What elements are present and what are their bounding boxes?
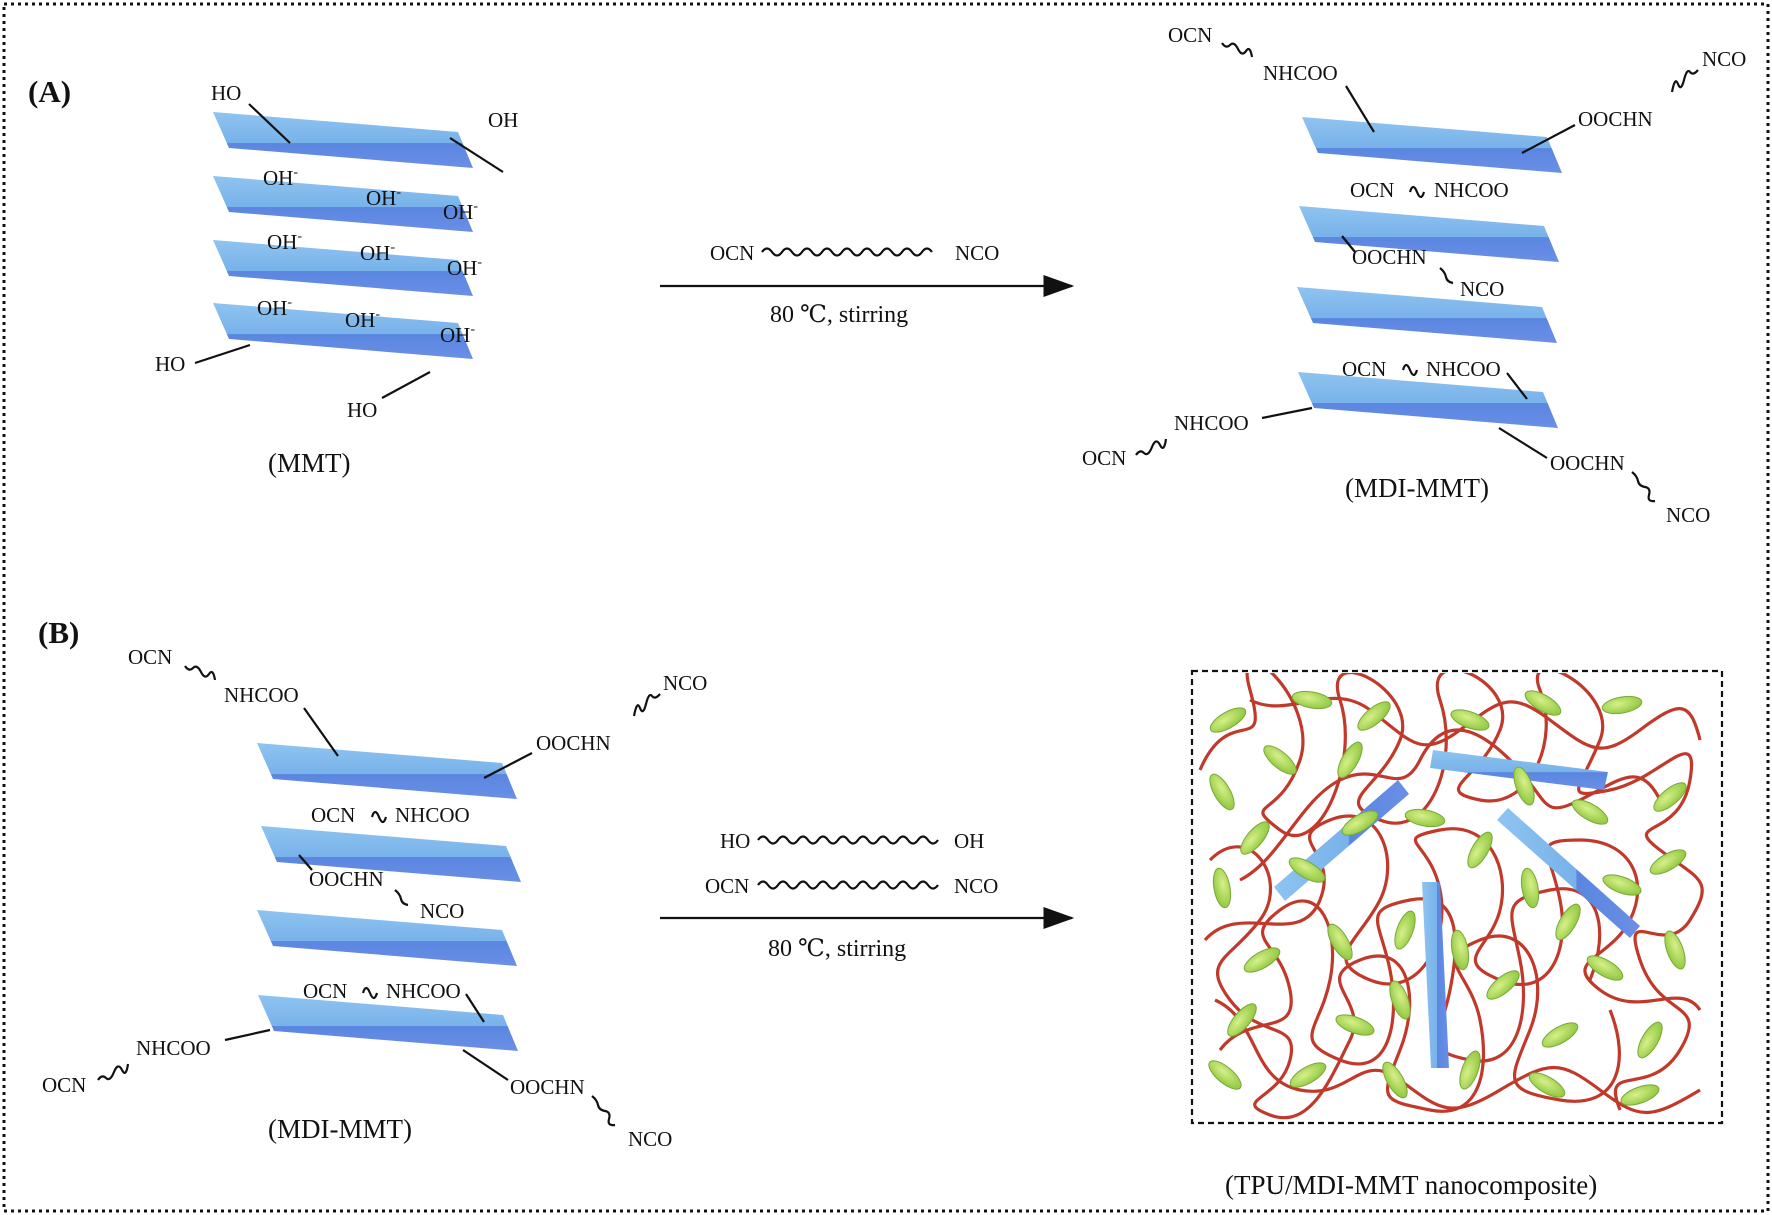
svg-text:OCN: OCN bbox=[303, 979, 347, 1003]
svg-text:OCN: OCN bbox=[128, 645, 172, 669]
nanocomposite-caption: (TPU/MDI-MMT nanocomposite) bbox=[1225, 1170, 1597, 1200]
hard-segment-domains bbox=[1208, 690, 1687, 1106]
svg-text:OOCHN: OOCHN bbox=[510, 1075, 585, 1099]
svg-text:OCN: OCN bbox=[705, 874, 749, 898]
svg-text:NHCOO: NHCOO bbox=[395, 803, 470, 827]
mdi-mmt-clay-stack-a bbox=[1297, 117, 1562, 428]
interlayer-hydroxide-ions: OH- OH- OH- OH- OH- OH- OH- OH- OH- bbox=[257, 165, 482, 347]
svg-text:HO: HO bbox=[720, 829, 750, 853]
svg-text:OH-: OH- bbox=[443, 199, 478, 224]
svg-text:NCO: NCO bbox=[1460, 277, 1504, 301]
mmt-clay-stack bbox=[213, 112, 473, 359]
svg-text:OCN: OCN bbox=[311, 803, 355, 827]
svg-text:NCO: NCO bbox=[420, 899, 464, 923]
svg-text:OOCHN: OOCHN bbox=[1550, 451, 1625, 475]
svg-text:OH-: OH- bbox=[366, 185, 401, 210]
svg-text:NHCOO: NHCOO bbox=[1434, 178, 1509, 202]
panel-label-a: (A) bbox=[28, 74, 71, 109]
svg-text:NHCOO: NHCOO bbox=[1426, 357, 1501, 381]
svg-text:80 ℃, stirring: 80 ℃, stirring bbox=[768, 936, 906, 962]
svg-text:NHCOO: NHCOO bbox=[136, 1036, 211, 1060]
svg-text:NCO: NCO bbox=[955, 241, 999, 265]
svg-text:OH-: OH- bbox=[360, 240, 395, 265]
reaction-arrow-b: HO OH OCN NCO 80 ℃, stirring bbox=[660, 829, 1075, 962]
svg-text:OCN: OCN bbox=[1342, 357, 1386, 381]
hydroxyl-label: OH bbox=[488, 108, 518, 132]
svg-text:OOCHN: OOCHN bbox=[309, 867, 384, 891]
hydroxyl-label: HO bbox=[347, 398, 377, 422]
svg-text:OH-: OH- bbox=[267, 229, 302, 254]
hydroxyl-label: HO bbox=[211, 81, 241, 105]
svg-text:OOCHN: OOCHN bbox=[1352, 245, 1427, 269]
svg-text:OOCHN: OOCHN bbox=[536, 731, 611, 755]
mdi-grafts-b: OCN NHCOO NCO OOCHN OCN NHCOO OOCHN NCO … bbox=[42, 645, 707, 1151]
mdi-mmt-clay-stack-b bbox=[257, 743, 521, 1051]
svg-text:OH-: OH- bbox=[440, 322, 475, 347]
svg-text:OH-: OH- bbox=[447, 255, 482, 280]
svg-text:OH-: OH- bbox=[345, 307, 380, 332]
svg-text:OH: OH bbox=[954, 829, 984, 853]
mdi-mmt-caption-a: (MDI-MMT) bbox=[1345, 473, 1489, 503]
svg-text:OH-: OH- bbox=[263, 165, 298, 190]
svg-text:NHCOO: NHCOO bbox=[1263, 61, 1338, 85]
svg-text:NCO: NCO bbox=[1666, 503, 1710, 527]
svg-text:NCO: NCO bbox=[1702, 47, 1746, 71]
svg-text:NCO: NCO bbox=[628, 1127, 672, 1151]
svg-text:OOCHN: OOCHN bbox=[1578, 107, 1653, 131]
reaction-arrow-a: OCN NCO 80 ℃, stirring bbox=[660, 241, 1075, 328]
mdi-grafts-a: OCN NHCOO NCO OOCHN OCN NHCOO OOCHN NCO … bbox=[1082, 23, 1746, 527]
panel-label-b: (B) bbox=[38, 615, 79, 650]
svg-text:OCN: OCN bbox=[42, 1073, 86, 1097]
svg-text:OH-: OH- bbox=[257, 295, 292, 320]
svg-text:NCO: NCO bbox=[663, 671, 707, 695]
svg-text:OCN: OCN bbox=[1168, 23, 1212, 47]
svg-text:NHCOO: NHCOO bbox=[1174, 411, 1249, 435]
svg-text:NCO: NCO bbox=[954, 874, 998, 898]
mdi-mmt-caption-b: (MDI-MMT) bbox=[268, 1114, 412, 1144]
mmt-caption: (MMT) bbox=[268, 448, 351, 478]
svg-text:OCN: OCN bbox=[1082, 446, 1126, 470]
hydroxyl-label: HO bbox=[155, 352, 185, 376]
svg-text:80 ℃, stirring: 80 ℃, stirring bbox=[770, 302, 908, 328]
tpu-nanocomposite-illustration bbox=[1190, 669, 1724, 1125]
svg-text:OCN: OCN bbox=[710, 241, 754, 265]
svg-text:OCN: OCN bbox=[1350, 178, 1394, 202]
svg-text:NHCOO: NHCOO bbox=[224, 683, 299, 707]
svg-text:NHCOO: NHCOO bbox=[386, 979, 461, 1003]
